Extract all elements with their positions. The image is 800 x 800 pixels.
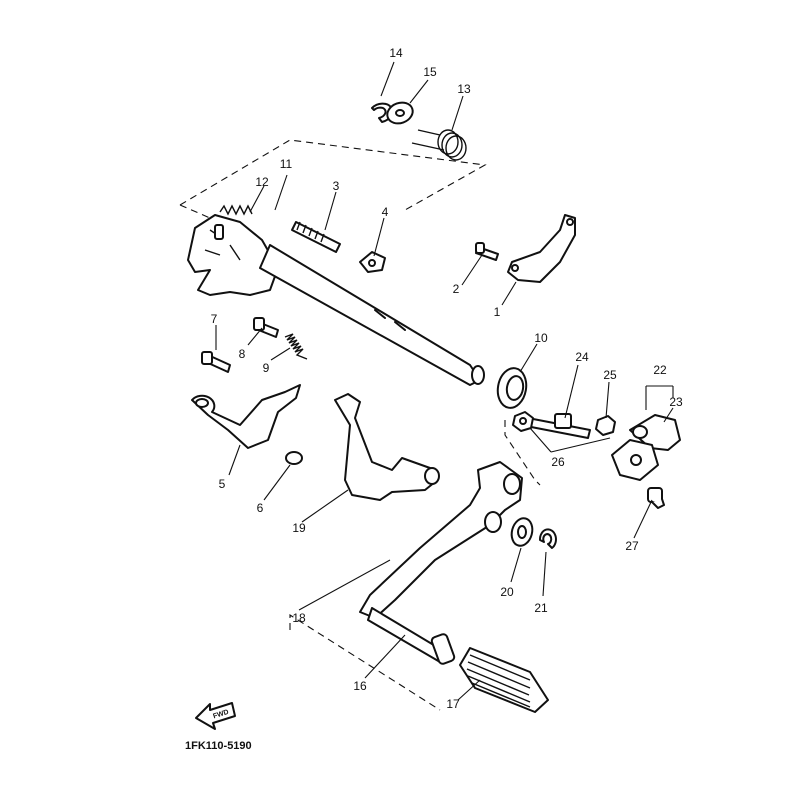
callout-20: 20 bbox=[500, 585, 514, 599]
torsion-spring-part-13 bbox=[411, 129, 467, 161]
callout-3: 3 bbox=[333, 179, 340, 193]
rubber-pad-part-17 bbox=[459, 647, 549, 713]
bolt-part-3 bbox=[291, 221, 341, 253]
bolt-part-8 bbox=[253, 317, 279, 338]
leader-lines bbox=[215, 61, 674, 701]
callout-4: 4 bbox=[382, 205, 389, 219]
callout-19: 19 bbox=[292, 521, 306, 535]
assembly-bracket-upper bbox=[179, 139, 487, 219]
clip-part-21 bbox=[538, 528, 557, 549]
nut-part-26 bbox=[512, 411, 534, 432]
clip-part-4 bbox=[359, 251, 386, 273]
callout-8: 8 bbox=[239, 347, 246, 361]
callout-22: 22 bbox=[653, 363, 667, 377]
lever-part-5 bbox=[191, 384, 301, 449]
callout-16: 16 bbox=[353, 679, 367, 693]
shift-shaft-part-11 bbox=[187, 214, 485, 386]
callout-9: 9 bbox=[263, 361, 270, 375]
assembly-bracket-right bbox=[504, 420, 541, 486]
callout-12: 12 bbox=[255, 175, 269, 189]
callout-24: 24 bbox=[575, 350, 589, 364]
spring-part-12 bbox=[219, 204, 253, 216]
callout-17: 17 bbox=[446, 697, 460, 711]
callout-21: 21 bbox=[534, 601, 548, 615]
pedal-shaft-part-16 bbox=[367, 607, 456, 665]
washer-part-20 bbox=[510, 517, 534, 547]
callout-6: 6 bbox=[257, 501, 264, 515]
callout-23: 23 bbox=[669, 395, 683, 409]
washer-part-15 bbox=[386, 101, 414, 125]
callout-2: 2 bbox=[453, 282, 460, 296]
bolt-part-2 bbox=[475, 242, 499, 261]
callout-7: 7 bbox=[211, 312, 218, 326]
callout-13: 13 bbox=[457, 82, 471, 96]
callout-10: 10 bbox=[534, 331, 548, 345]
plate-part-1 bbox=[507, 214, 576, 283]
part-code: 1FK110-5190 bbox=[185, 740, 252, 752]
callout-5: 5 bbox=[219, 477, 226, 491]
callout-26: 26 bbox=[551, 455, 565, 469]
callout-11: 11 bbox=[280, 157, 293, 171]
callout-15: 15 bbox=[423, 65, 437, 79]
callout-27: 27 bbox=[625, 539, 639, 553]
arm-part-19 bbox=[334, 393, 440, 501]
bolt-part-27 bbox=[647, 487, 665, 509]
callout-14: 14 bbox=[389, 46, 403, 60]
nut-part-25 bbox=[595, 415, 616, 436]
collar-part-6 bbox=[285, 451, 303, 465]
callout-25: 25 bbox=[603, 368, 617, 382]
oil-seal-part-10 bbox=[496, 367, 528, 409]
assembly-bracket-lower bbox=[289, 614, 441, 711]
shift-pedal-part-18 bbox=[359, 461, 523, 619]
forward-label: FWD bbox=[212, 709, 229, 721]
bolt-part-7 bbox=[201, 351, 231, 373]
rod-end-part-23 bbox=[629, 414, 681, 451]
rod-end-part-22 bbox=[611, 439, 659, 481]
callout-18: 18 bbox=[292, 611, 306, 625]
forward-arrow-icon: FWD bbox=[195, 702, 236, 730]
callout-1: 1 bbox=[494, 305, 501, 319]
spring-part-9 bbox=[284, 333, 308, 360]
